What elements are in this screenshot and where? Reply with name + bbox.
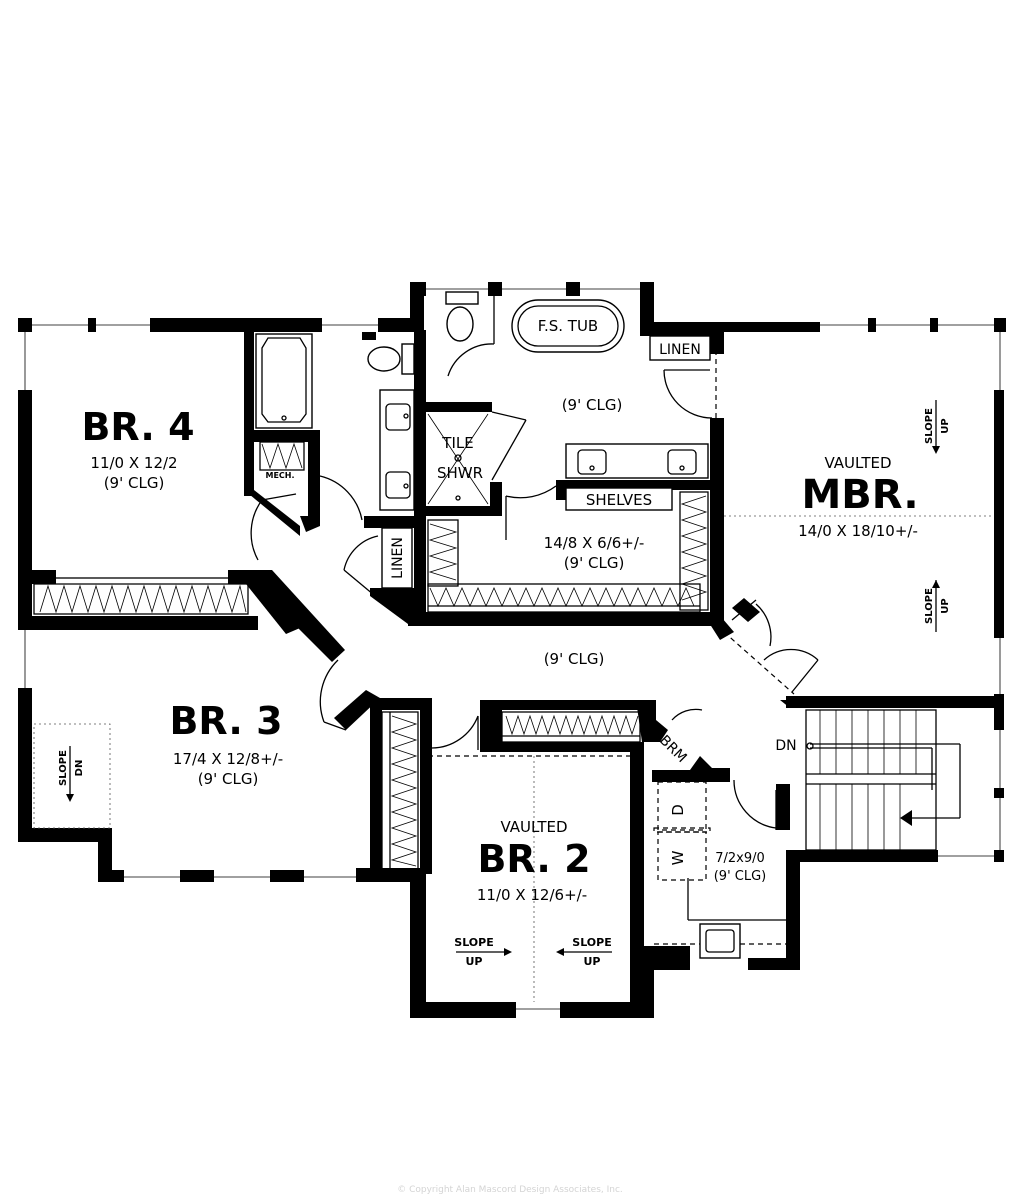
hall-label: (9' CLG) [544,650,605,668]
laundry-ceiling: (9' CLG) [714,869,767,884]
mbr-vaulted: VAULTED [824,454,891,472]
master-bath-ceiling: (9' CLG) [562,396,623,414]
linen-box-master [649,335,711,361]
closet-size: 14/8 X 6/6+/- [544,534,645,552]
bath-label: (9' CLG) [562,396,623,414]
exterior-walls [18,282,1006,1018]
slope-up-arrow-br2-right: SLOPE UP [556,936,612,968]
closet-ceiling: (9' CLG) [564,554,625,572]
interior-walls [32,330,1000,1004]
shower-label-line2: SHWR [437,464,483,482]
slope-up-arrow-br2-left: SLOPE UP [454,936,512,968]
tub-label: F.S. TUB [538,317,598,335]
linen-label-hall: LINEN [390,537,406,579]
br3-name: BR. 3 [169,699,282,743]
br4-label: BR. 4 11/0 X 12/2 (9' CLG) [81,405,194,492]
ceiling-lines [33,515,994,1002]
mbr-name: MBR. [801,472,918,518]
br2-vaulted: VAULTED [500,818,567,836]
closet-hatches [33,491,709,871]
svg-text:UP: UP [940,418,951,433]
copyright-watermark: © Copyright Alan Mascord Design Associat… [397,1185,623,1195]
stairs-dn-label: DN [775,738,796,754]
mbr-label: VAULTED MBR. 14/0 X 18/10+/- [798,454,918,540]
hall-ceiling: (9' CLG) [544,650,605,668]
plumbing-fixtures [254,291,786,959]
br2-label: VAULTED BR. 2 11/0 X 12/6+/- [477,818,591,904]
laundry-label: 7/2x9/0 (9' CLG) [714,851,767,884]
br3-label: BR. 3 17/4 X 12/8+/- (9' CLG) [169,699,283,788]
svg-text:SLOPE: SLOPE [572,936,611,949]
svg-text:UP: UP [584,955,601,968]
stairs [805,709,961,851]
mbr-size: 14/0 X 18/10+/- [798,522,918,540]
brm-label: BRM [656,732,690,766]
shower-label-line1: TILE [441,434,473,452]
linen-box-hall [381,527,413,589]
mech-label: MECH. [265,471,294,480]
washer-label: W [669,850,687,865]
svg-text:SLOPE: SLOPE [924,588,935,624]
linen-label-master: LINEN [659,342,701,358]
laundry-size: 7/2x9/0 [715,851,765,866]
svg-text:UP: UP [940,598,951,613]
br4-name: BR. 4 [81,405,194,449]
br2-size: 11/0 X 12/6+/- [477,886,587,904]
br4-ceiling: (9' CLG) [104,474,165,492]
svg-text:SLOPE: SLOPE [58,750,69,786]
doors [250,296,819,830]
svg-text:UP: UP [466,955,483,968]
br2-name: BR. 2 [477,837,590,881]
slope-up-arrow-mbr-bottom: SLOPE UP [924,580,951,632]
slope-arrows: SLOPE UP SLOPE UP SLOPE DN SLOPE UP SLOP… [58,400,951,968]
shelves-label: SHELVES [586,491,652,509]
shelves-box [565,487,673,511]
slope-up-arrow-mbr-top: SLOPE UP [924,400,951,454]
br3-ceiling: (9' CLG) [198,770,259,788]
closet-label: 14/8 X 6/6+/- (9' CLG) [544,534,645,572]
br4-size: 11/0 X 12/2 [90,454,177,472]
dryer-label: D [669,804,687,816]
svg-text:DN: DN [74,760,85,777]
br3-size: 17/4 X 12/8+/- [173,750,283,768]
slope-dn-arrow-br3: SLOPE DN [58,746,85,802]
svg-text:SLOPE: SLOPE [924,408,935,444]
svg-text:SLOPE: SLOPE [454,936,493,949]
